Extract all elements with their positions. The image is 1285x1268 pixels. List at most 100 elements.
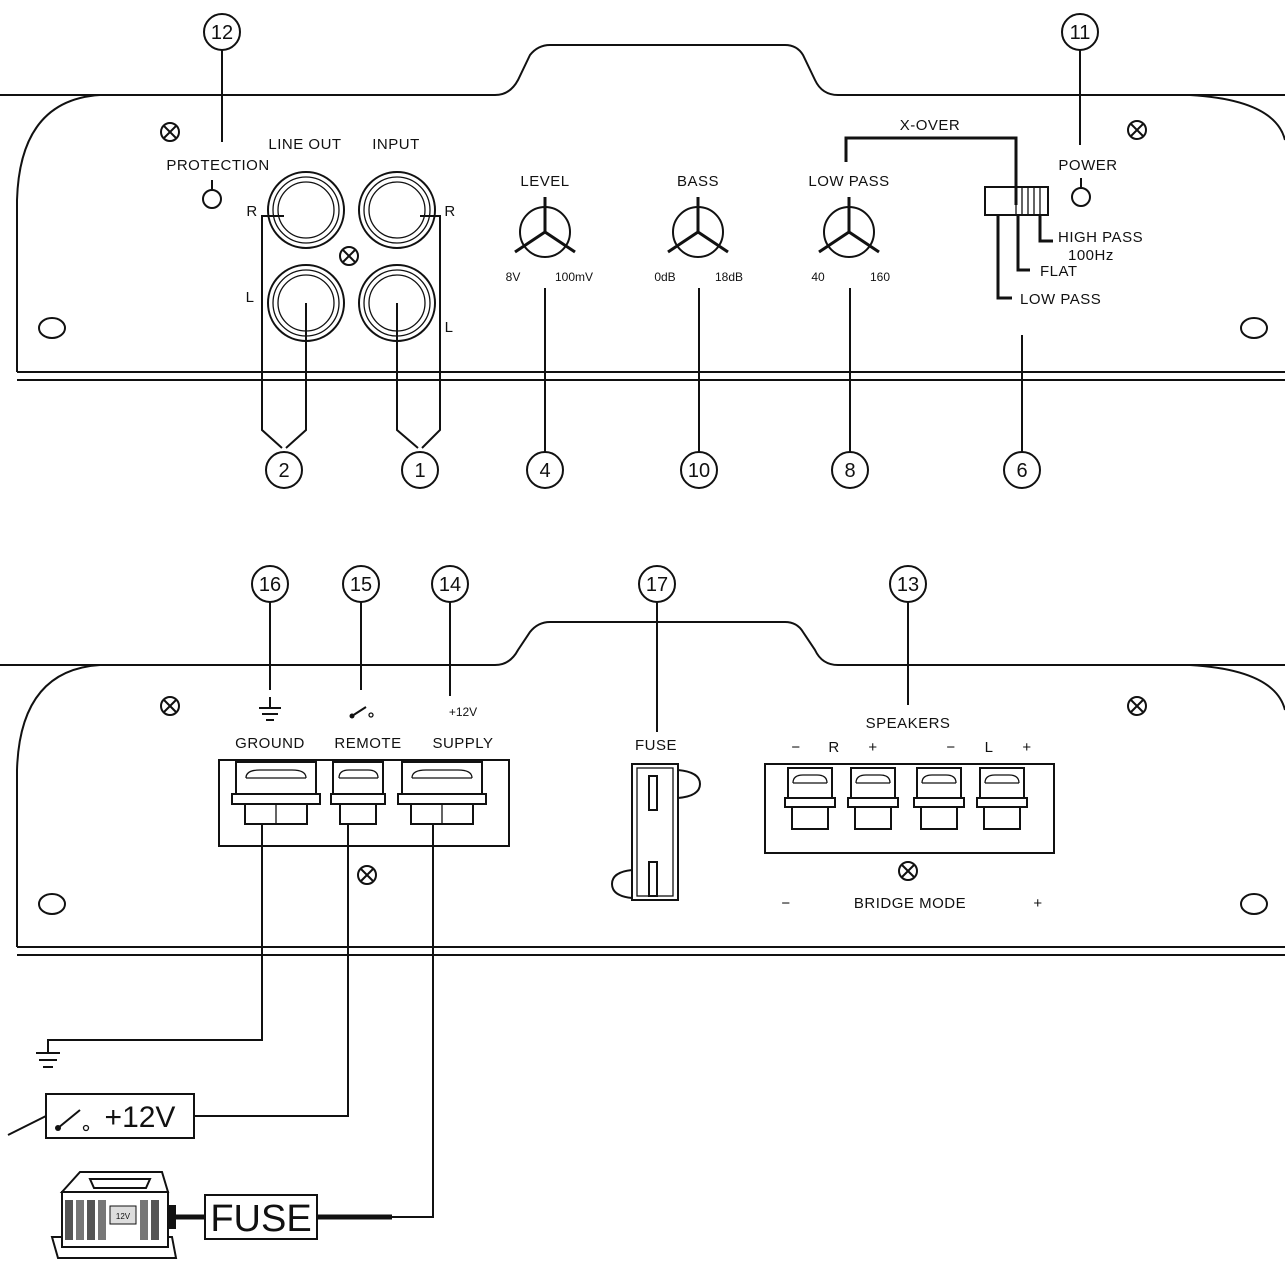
callout-11: 11 bbox=[1070, 22, 1091, 44]
callout-12: 12 bbox=[211, 22, 233, 44]
level-max-label: 100mV bbox=[555, 270, 593, 284]
low-pass-knob[interactable] bbox=[818, 197, 880, 258]
screw-icon bbox=[357, 865, 377, 885]
screw-icon bbox=[1127, 696, 1147, 716]
power-led-icon bbox=[1071, 187, 1091, 207]
crossover-switch[interactable] bbox=[984, 186, 1049, 216]
mount-hole-icon bbox=[38, 893, 66, 915]
mount-hole-icon bbox=[1240, 893, 1268, 915]
supply-terminal[interactable] bbox=[397, 761, 487, 825]
callout-16: 16 bbox=[259, 574, 281, 596]
ground-terminal[interactable] bbox=[231, 761, 321, 825]
switch-icon bbox=[349, 706, 374, 719]
level-min-label: 8V bbox=[506, 270, 521, 284]
remote-box-label: +12V bbox=[105, 1101, 176, 1134]
leader-1-l bbox=[396, 303, 419, 449]
speaker-l-minus-label: − bbox=[946, 739, 955, 756]
callout-14: 14 bbox=[439, 574, 461, 596]
speaker-terminal-r-minus[interactable] bbox=[784, 767, 836, 830]
bass-label: BASS bbox=[677, 173, 719, 190]
bridge-plus-label: + bbox=[1033, 895, 1042, 912]
fuse-box-label: FUSE bbox=[210, 1198, 311, 1240]
l-label-left: L bbox=[246, 289, 255, 306]
ground-icon bbox=[36, 1052, 60, 1068]
level-label: LEVEL bbox=[520, 173, 569, 190]
leader-1-r bbox=[420, 215, 441, 449]
callout-13: 13 bbox=[897, 574, 919, 596]
callout-2: 2 bbox=[278, 460, 289, 482]
power-terminal-block bbox=[218, 759, 510, 847]
callout-17: 17 bbox=[646, 574, 668, 596]
callout-8: 8 bbox=[844, 460, 855, 482]
remote-terminal[interactable] bbox=[330, 761, 386, 825]
top-panel-left-edge bbox=[16, 94, 101, 372]
top-panel: 12 PROTECTION LINE OUT INPUT R R L L 2 bbox=[0, 13, 1285, 489]
speaker-l-plus-label: + bbox=[1022, 739, 1031, 756]
top-panel-right-edge bbox=[1189, 94, 1285, 141]
level-knob[interactable] bbox=[514, 197, 576, 258]
plus12v-label: +12V bbox=[449, 705, 477, 719]
r-label-right: R bbox=[444, 203, 455, 220]
screw-icon bbox=[160, 122, 180, 142]
screw-icon bbox=[1127, 120, 1147, 140]
bass-max-label: 18dB bbox=[715, 270, 743, 284]
remote-wire bbox=[194, 824, 349, 1117]
low-pass-switch-label: LOW PASS bbox=[1020, 291, 1101, 308]
callout-circle-1 bbox=[401, 451, 439, 489]
switch-leader-low-pass bbox=[996, 215, 1012, 300]
x-over-bracket bbox=[844, 136, 1018, 205]
supply-label: SUPPLY bbox=[432, 735, 493, 752]
top-panel-outline bbox=[0, 44, 1285, 96]
speaker-terminal-block bbox=[764, 763, 1055, 854]
leader-2-l bbox=[285, 303, 307, 449]
battery-icon bbox=[50, 1171, 178, 1259]
mount-hole-icon bbox=[1240, 317, 1268, 339]
fuse-holder[interactable] bbox=[610, 763, 702, 901]
bottom-panel: 16 15 14 17 13 +12V GROUND REMOTE SUPPLY bbox=[0, 565, 1285, 956]
speaker-r-minus-label: − bbox=[791, 739, 800, 756]
speaker-terminal-l-plus[interactable] bbox=[976, 767, 1028, 830]
battery-label: 12V bbox=[116, 1212, 131, 1221]
callout-1: 1 bbox=[414, 460, 425, 482]
callout-6: 6 bbox=[1016, 460, 1027, 482]
rca-jack-input-r[interactable] bbox=[358, 171, 436, 249]
low-pass-max-label: 160 bbox=[870, 270, 890, 284]
bridge-mode-label: BRIDGE MODE bbox=[854, 895, 966, 912]
high-pass-label: HIGH PASS bbox=[1058, 229, 1143, 246]
screw-icon bbox=[339, 246, 359, 266]
bottom-panel-left-edge bbox=[16, 664, 101, 947]
bottom-panel-outline bbox=[0, 621, 1285, 666]
remote-input-wire bbox=[7, 1115, 47, 1136]
input-label: INPUT bbox=[372, 136, 420, 153]
high-pass-freq-label: 100Hz bbox=[1068, 247, 1114, 264]
leader-2-r bbox=[261, 215, 284, 449]
bass-knob[interactable] bbox=[667, 197, 729, 258]
callout-circle-8 bbox=[831, 451, 869, 489]
speaker-l-label: L bbox=[985, 739, 994, 756]
screw-icon bbox=[898, 861, 918, 881]
line-out-label: LINE OUT bbox=[268, 136, 341, 153]
callout-circle-10 bbox=[680, 451, 718, 489]
flat-label: FLAT bbox=[1040, 263, 1078, 280]
low-pass-label: LOW PASS bbox=[808, 173, 889, 190]
speaker-r-plus-label: + bbox=[868, 739, 877, 756]
speaker-terminal-l-minus[interactable] bbox=[913, 767, 965, 830]
rca-jack-line-out-r[interactable] bbox=[267, 171, 345, 249]
ground-label: GROUND bbox=[235, 735, 305, 752]
power-label: POWER bbox=[1058, 157, 1117, 174]
screw-icon bbox=[160, 696, 180, 716]
switch-leader-high-pass bbox=[1038, 215, 1053, 243]
fuse-label: FUSE bbox=[635, 737, 677, 754]
callout-10: 10 bbox=[688, 460, 710, 482]
callout-circle-2 bbox=[265, 451, 303, 489]
callout-circle-6 bbox=[1003, 451, 1041, 489]
remote-label: REMOTE bbox=[334, 735, 401, 752]
callout-4: 4 bbox=[539, 460, 550, 482]
r-label-left: R bbox=[246, 203, 257, 220]
bass-min-label: 0dB bbox=[654, 270, 675, 284]
speaker-terminal-r-plus[interactable] bbox=[847, 767, 899, 830]
bridge-minus-label: − bbox=[781, 895, 790, 912]
bottom-panel-right-edge bbox=[1189, 664, 1285, 711]
wiring: +12V FUSE 12V bbox=[7, 824, 434, 1259]
